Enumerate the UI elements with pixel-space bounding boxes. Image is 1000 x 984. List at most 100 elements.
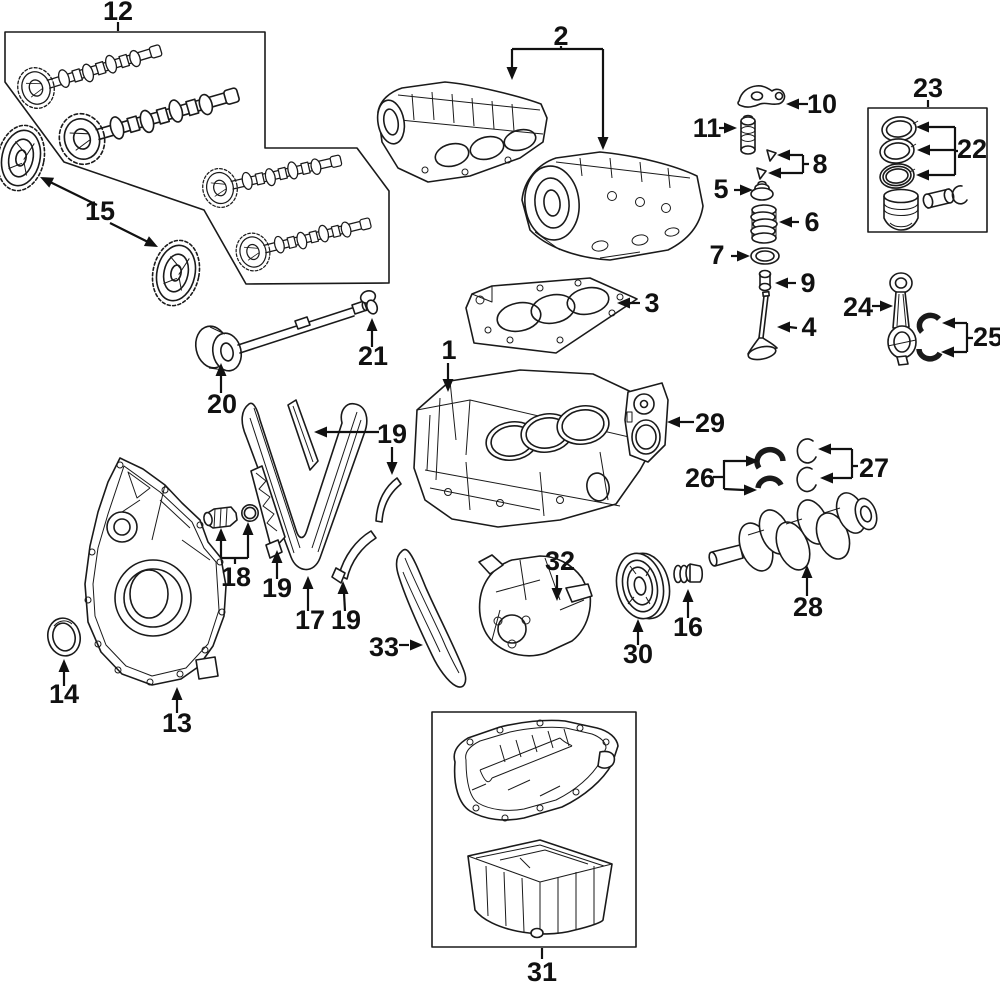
callout-label-valve-lifter: 11	[693, 113, 722, 143]
tensioner-o-ring	[241, 503, 260, 522]
oil-pump-chain	[395, 548, 467, 688]
callout-label-oil-pump: 32	[545, 546, 575, 576]
balance-shaft	[194, 300, 369, 372]
callout-label-oil-pan: 31	[527, 957, 557, 984]
camshaft-kit-box	[4, 29, 390, 285]
callout-label-piston-kit: 23	[913, 73, 943, 103]
oil-pump	[478, 554, 593, 657]
spring-retainer	[750, 180, 774, 201]
callout-12: 12	[103, 0, 133, 31]
callout-label-front-seal: 14	[49, 679, 79, 709]
callout-7: 7	[709, 240, 750, 270]
callout-5: 5	[713, 174, 753, 204]
chain-guide-right	[375, 477, 402, 523]
callout-label-balance-shaft: 20	[207, 389, 237, 419]
crankshaft-pulley	[615, 552, 671, 620]
callout-label-connecting-rod: 24	[843, 292, 873, 322]
callout-label-rear-plate: 29	[695, 408, 725, 438]
callout-16: 16	[673, 589, 703, 642]
callout-label-adjuster-gears: 15	[85, 196, 115, 226]
callout-27: 27	[818, 443, 889, 484]
adjuster-gear-2	[145, 235, 207, 311]
thrust-rings	[796, 438, 817, 493]
front-crank-seal	[47, 617, 81, 657]
chain-guide-upper	[287, 399, 319, 471]
callout-32: 32	[545, 546, 575, 601]
valve-stem-seal	[758, 269, 772, 292]
callout-label-pulley: 30	[623, 639, 653, 669]
callout-label-valve-spring: 6	[804, 207, 819, 237]
callout-label-main-bearings: 26	[685, 463, 715, 493]
callout-13: 13	[162, 687, 192, 738]
callout-label-timing-chain: 17	[295, 605, 325, 635]
callout-11: 11	[693, 113, 737, 143]
callout-14: 14	[49, 659, 79, 709]
camshaft-1	[12, 29, 168, 114]
callout-label-damper-hub: 16	[673, 612, 703, 642]
valve-spring	[750, 204, 778, 244]
callout-29: 29	[667, 408, 725, 438]
callout-26: 26	[685, 455, 759, 496]
callout-10: 10	[786, 89, 837, 119]
head-gasket	[465, 277, 638, 354]
callout-label-lower-guide: 19	[331, 605, 361, 635]
piston-rings	[879, 116, 919, 189]
camshaft-2	[52, 68, 246, 171]
callout-15: 15	[40, 177, 158, 247]
rear-end-cover-plate	[624, 382, 669, 463]
callout-21: 21	[358, 318, 388, 371]
main-bearing-shells	[754, 446, 786, 489]
callout-label-valve-stem-seal: 9	[800, 268, 815, 298]
callout-18: 18	[215, 522, 254, 592]
callout-label-engine-block: 1	[441, 335, 456, 365]
camshaft-4	[231, 203, 376, 276]
callout-label-camshafts: 12	[103, 0, 133, 26]
lower-oil-pan	[467, 839, 613, 939]
callout-label-chain-tensioner: 18	[221, 562, 251, 592]
damper-hub	[673, 563, 704, 584]
callout-9: 9	[775, 268, 816, 298]
callout-31: 31	[527, 948, 557, 984]
callout-1: 1	[441, 335, 457, 392]
callout-8: 8	[768, 149, 828, 179]
timing-cover	[84, 457, 227, 686]
rod-bearing-shells	[916, 312, 943, 362]
callout-label-piston-rings: 22	[957, 134, 987, 164]
piston	[883, 188, 919, 231]
callout-label-valve: 4	[801, 312, 816, 342]
callout-3: 3	[617, 288, 660, 318]
callout-22: 22	[916, 121, 987, 181]
callout-label-tensioner-rail: 19	[262, 573, 292, 603]
callout-label-chain-guides: 19	[377, 419, 407, 449]
callout-24: 24	[843, 292, 893, 322]
engine-block	[413, 369, 651, 528]
chain-tensioner	[203, 503, 260, 529]
shaft-key	[359, 290, 379, 315]
rocker-arm	[737, 85, 786, 108]
callout-2: 2	[506, 21, 609, 150]
callout-label-shaft-key: 21	[358, 341, 388, 371]
callout-6: 6	[779, 207, 820, 237]
wrist-pin	[922, 188, 955, 209]
callout-19b: 19	[262, 550, 292, 603]
cylinder-head-right	[521, 151, 704, 261]
callout-label-rocker-arm: 10	[807, 89, 837, 119]
pin-snap-ring	[951, 185, 968, 205]
callout-30: 30	[623, 619, 653, 669]
cylinder-head-left	[376, 81, 548, 183]
oil-pan-box	[431, 711, 637, 948]
chain-guide-lower	[331, 530, 377, 584]
callout-label-oil-pump-chain: 33	[369, 632, 399, 662]
camshaft-3	[198, 140, 346, 212]
spring-seat-washer	[750, 247, 780, 265]
valve-keepers	[756, 149, 777, 180]
valve-lifter	[740, 114, 756, 155]
callout-19c: 19	[331, 581, 361, 635]
crankshaft	[708, 492, 878, 572]
callout-20: 20	[207, 363, 237, 419]
callout-17: 17	[295, 576, 325, 635]
callout-label-spring-washer: 7	[709, 240, 724, 270]
callout-label-valve-keepers: 8	[812, 149, 827, 179]
